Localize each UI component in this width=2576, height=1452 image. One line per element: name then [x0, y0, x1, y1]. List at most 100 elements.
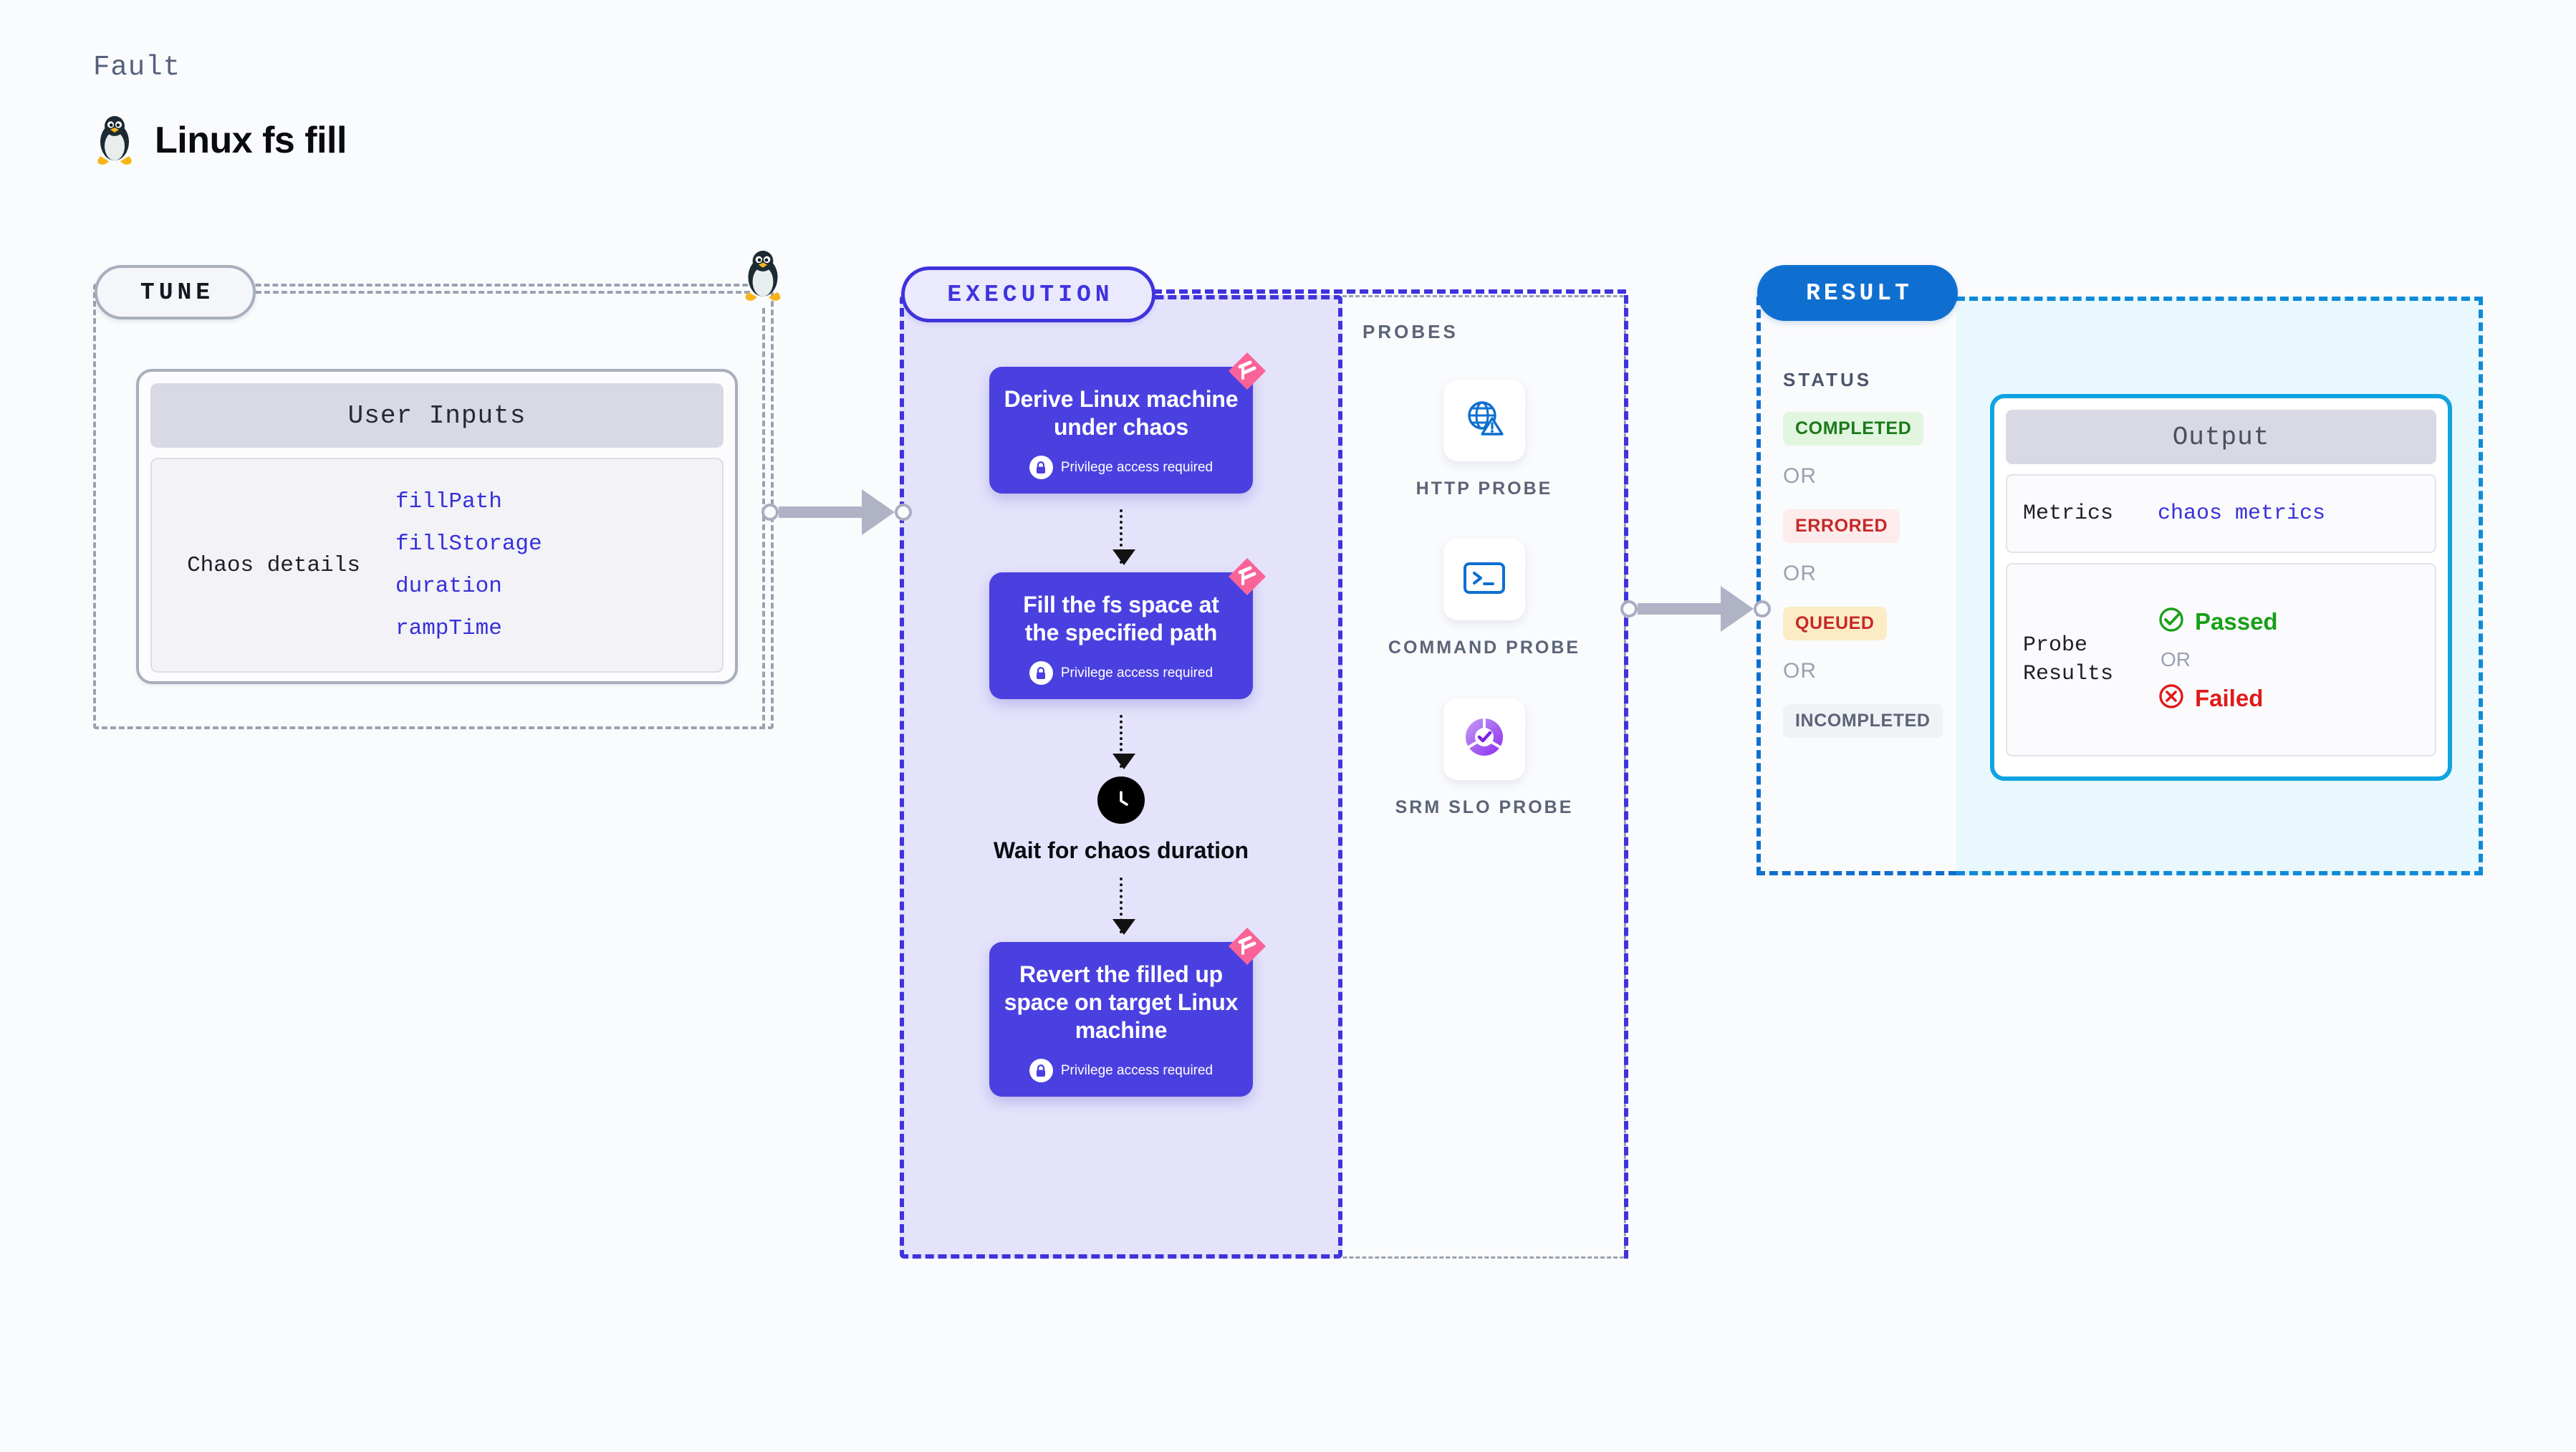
- user-inputs-title: User Inputs: [347, 400, 527, 431]
- probe-item-srm-slo[interactable]: SRM SLO PROBE: [1395, 698, 1574, 820]
- chaos-ribbon-icon: [1229, 558, 1266, 596]
- probes-list: HTTP PROBE COMMAND PROBE: [1342, 380, 1626, 820]
- connector-arrowhead: [862, 489, 895, 535]
- execution-step-card[interactable]: Revert the filled up space on target Lin…: [989, 928, 1266, 1097]
- metrics-value[interactable]: chaos metrics: [2158, 501, 2326, 526]
- chaos-field-duration[interactable]: duration: [395, 574, 502, 599]
- connector-start-dot: [1620, 600, 1638, 617]
- globe-warning-icon: [1462, 397, 1506, 445]
- result-badge[interactable]: RESULT: [1757, 265, 1958, 321]
- probe-label: SRM SLO PROBE: [1395, 797, 1574, 817]
- page-title: Linux fs fill: [155, 120, 347, 161]
- flow-arrow: [1112, 509, 1135, 566]
- probe-tile: [1443, 380, 1525, 461]
- connector-bar: [1638, 603, 1722, 615]
- fault-kicker: Fault: [93, 52, 181, 83]
- lock-icon: [1029, 1059, 1053, 1083]
- probe-results-label: Probe Results: [2023, 633, 2114, 687]
- output-card: Output Metrics chaos metrics Probe Resul…: [1990, 394, 2452, 781]
- probe-tile: [1443, 539, 1525, 621]
- probes-heading: PROBES: [1363, 321, 1458, 342]
- status-column: STATUS COMPLETED OR ERRORED OR QUEUED OR…: [1783, 369, 1943, 738]
- wait-for-chaos-duration-block: Wait for chaos duration: [994, 777, 1249, 865]
- status-or: OR: [1783, 659, 1817, 683]
- status-heading: STATUS: [1783, 369, 1873, 390]
- execution-step-privilege-label: Privilege access required: [1060, 1062, 1213, 1078]
- chaos-ribbon-icon: [1229, 352, 1266, 390]
- terminal-icon: [1462, 559, 1506, 600]
- wait-label: Wait for chaos duration: [993, 837, 1249, 864]
- tune-linux-penguin-icon: [741, 249, 785, 306]
- tune-region-right-edge: [762, 308, 765, 729]
- connector-execution-to-result: [1620, 586, 1771, 632]
- probe-item-http[interactable]: HTTP PROBE: [1416, 380, 1553, 501]
- execution-step-privilege-label: Privilege access required: [1060, 665, 1213, 681]
- status-badge-errored: ERRORED: [1783, 509, 1900, 543]
- execution-connector-line: [1153, 289, 1626, 294]
- execution-badge[interactable]: EXECUTION: [901, 266, 1155, 322]
- probe-label: COMMAND PROBE: [1388, 638, 1581, 658]
- metrics-row: Metrics chaos metrics: [2006, 474, 2436, 553]
- output-header: Output: [2006, 410, 2436, 464]
- probe-label: HTTP PROBE: [1416, 479, 1553, 499]
- connector-end-dot: [1754, 600, 1771, 617]
- status-or: OR: [1783, 464, 1817, 488]
- probe-result-passed: Passed: [2158, 606, 2278, 637]
- probe-result-failed: Failed: [2158, 683, 2278, 713]
- lock-icon: [1029, 661, 1053, 686]
- flow-arrow: [1112, 715, 1135, 770]
- clock-icon: [1097, 777, 1145, 824]
- connector-bar: [779, 506, 863, 518]
- connector-start-dot: [761, 504, 779, 521]
- execution-step-card[interactable]: Derive Linux machine under chaos Privile…: [989, 352, 1266, 494]
- failed-label: Failed: [2195, 684, 2264, 711]
- lock-icon: [1029, 456, 1053, 480]
- execution-step-title: Revert the filled up space on target Lin…: [1004, 961, 1239, 1044]
- chaos-fields-list: fillPath fillStorage duration rampTime: [395, 489, 542, 641]
- user-inputs-header: User Inputs: [150, 383, 724, 448]
- execution-step-privilege-label: Privilege access required: [1060, 459, 1213, 475]
- execution-step-privilege: Privilege access required: [1004, 456, 1239, 480]
- connector-arrowhead: [1721, 586, 1754, 632]
- probe-results-row: Probe Results Passed OR: [2006, 563, 2436, 756]
- x-circle-icon: [2158, 683, 2185, 713]
- connector-tune-to-execution: [761, 489, 912, 535]
- connector-end-dot: [895, 504, 912, 521]
- slo-donut-check-icon: [1461, 714, 1507, 764]
- chaos-ribbon-icon: [1229, 928, 1266, 966]
- execution-flow: Derive Linux machine under chaos Privile…: [900, 295, 1342, 1097]
- execution-step-title: Fill the fs space at the specified path: [1023, 592, 1219, 646]
- execution-step-privilege: Privilege access required: [1004, 1059, 1239, 1083]
- status-or: OR: [1783, 562, 1817, 585]
- result-status-region: [1756, 297, 1957, 875]
- user-inputs-card: User Inputs Chaos details fillPath fillS…: [136, 369, 738, 684]
- probes-region-right-edge: [1624, 295, 1628, 1259]
- chaos-field-ramptime[interactable]: rampTime: [395, 616, 502, 641]
- execution-badge-label: EXECUTION: [947, 281, 1114, 308]
- probe-results-values: Passed OR Failed: [2158, 606, 2278, 713]
- execution-step-title: Derive Linux machine under chaos: [1004, 386, 1239, 441]
- linux-penguin-icon: [93, 115, 136, 166]
- probe-item-command[interactable]: COMMAND PROBE: [1388, 539, 1580, 660]
- metrics-label: Metrics: [2023, 501, 2114, 526]
- tune-badge[interactable]: TUNE: [95, 265, 256, 319]
- tune-badge-label: TUNE: [140, 279, 215, 306]
- chaos-field-fillstorage[interactable]: fillStorage: [395, 532, 542, 557]
- output-title: Output: [2172, 422, 2270, 452]
- status-badge-queued: QUEUED: [1783, 607, 1887, 640]
- title-row: Linux fs fill: [93, 115, 347, 166]
- status-badge-completed: COMPLETED: [1783, 412, 1924, 446]
- execution-step-privilege: Privilege access required: [1004, 661, 1239, 686]
- result-badge-label: RESULT: [1806, 279, 1913, 307]
- flow-arrow: [1112, 878, 1135, 936]
- probe-tile: [1443, 698, 1525, 780]
- chaos-details-label: Chaos details: [187, 552, 360, 578]
- status-badge-incompleted: INCOMPLETED: [1783, 704, 1943, 738]
- probe-result-or: OR: [2161, 648, 2191, 670]
- tune-connector-line: [256, 291, 750, 294]
- chaos-details-box: Chaos details fillPath fillStorage durat…: [150, 458, 724, 673]
- passed-label: Passed: [2195, 607, 2278, 635]
- execution-step-card[interactable]: Fill the fs space at the specified path …: [989, 558, 1266, 700]
- chaos-field-fillpath[interactable]: fillPath: [395, 489, 502, 514]
- page-header: Fault Linux fs fill: [93, 52, 347, 166]
